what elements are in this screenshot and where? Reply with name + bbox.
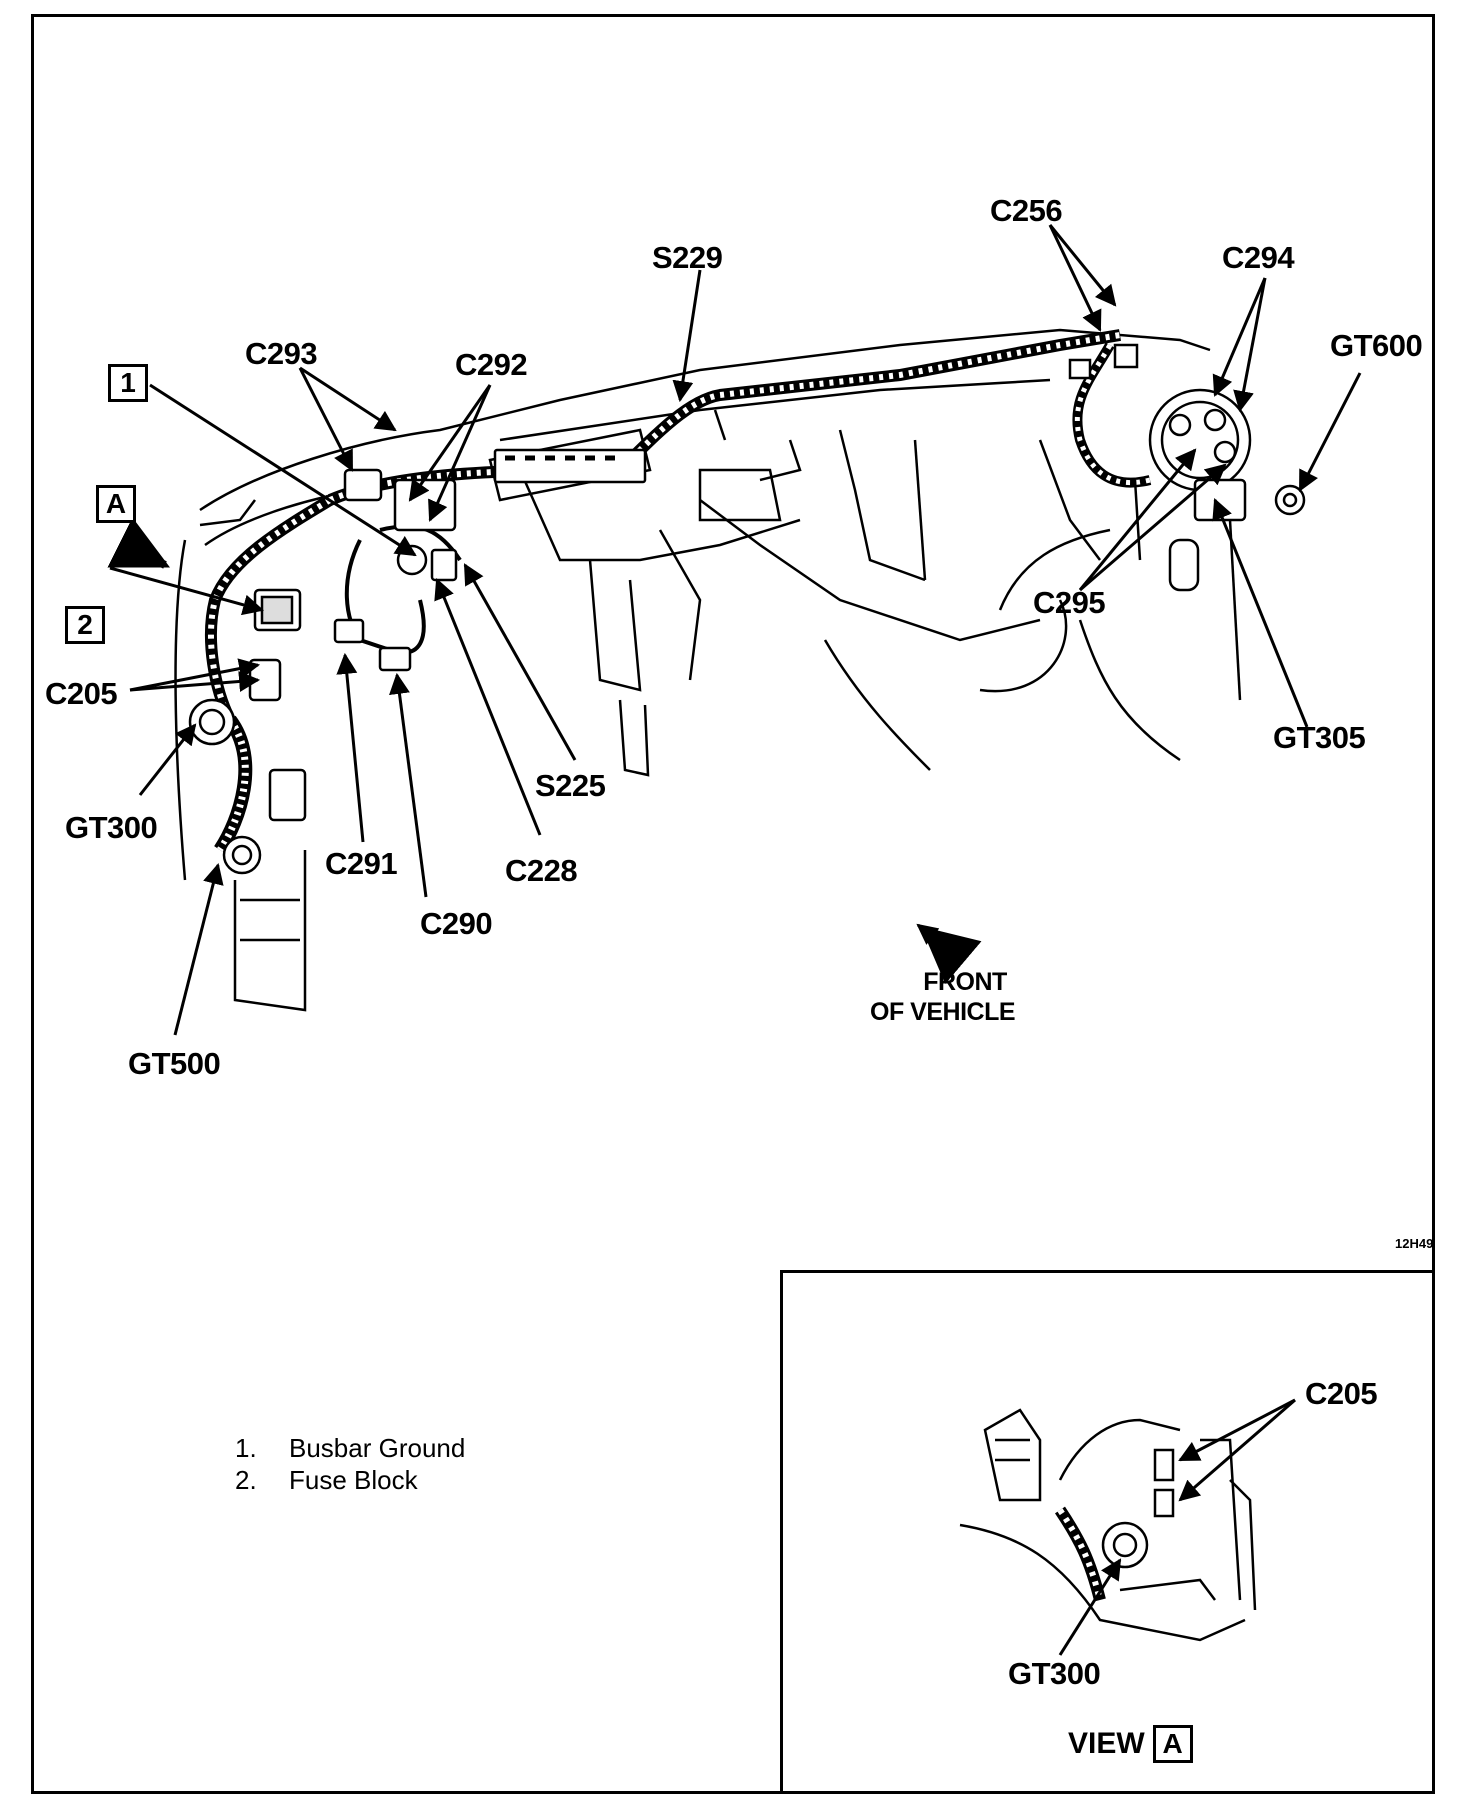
legend-item-number: 2. bbox=[235, 1465, 257, 1495]
callout-c205: C205 bbox=[45, 676, 118, 711]
figure-id: 12H49 bbox=[1395, 1236, 1434, 1251]
view-a-caption-box: A bbox=[1152, 1725, 1193, 1763]
callout-s225: S225 bbox=[535, 768, 606, 803]
callout-box-1: 1 bbox=[108, 364, 148, 402]
view-a-pointer-arrow bbox=[107, 517, 171, 569]
legend-item-text: Busbar Ground bbox=[289, 1433, 466, 1463]
callout-c290: C290 bbox=[420, 906, 493, 941]
callout-c256: C256 bbox=[990, 193, 1063, 228]
callout-c228: C228 bbox=[505, 853, 578, 888]
legend-item-text: Fuse Block bbox=[289, 1465, 418, 1495]
callout-c292: C292 bbox=[455, 347, 528, 382]
front-of-vehicle-arrow bbox=[920, 926, 982, 984]
callout-s229: S229 bbox=[652, 240, 723, 275]
legend-item: 2. Fuse Block bbox=[235, 1464, 465, 1496]
inset-leader-arrows bbox=[1058, 1398, 1296, 1656]
callout-box-2: 2 bbox=[65, 606, 105, 644]
legend-item: 1. Busbar Ground bbox=[235, 1432, 465, 1464]
front-of-vehicle-line2: OF VEHICLE bbox=[870, 998, 1016, 1026]
view-a-box: A bbox=[96, 485, 136, 523]
connectors bbox=[188, 343, 1306, 875]
callout-gt600: GT600 bbox=[1330, 328, 1423, 363]
callout-c294: C294 bbox=[1222, 240, 1295, 275]
inset-callout-gt300: GT300 bbox=[1008, 1656, 1101, 1691]
callout-gt300: GT300 bbox=[65, 810, 158, 845]
front-of-vehicle-line1: FRONT bbox=[923, 968, 1007, 996]
view-label: VIEW bbox=[1068, 1727, 1145, 1760]
inset-callout-c205: C205 bbox=[1305, 1376, 1378, 1411]
inset-art bbox=[959, 1408, 1257, 1642]
callout-gt500: GT500 bbox=[128, 1046, 221, 1081]
callout-c295: C295 bbox=[1033, 585, 1106, 620]
diagram-frame bbox=[31, 14, 1435, 1794]
legend-item-number: 1. bbox=[235, 1433, 257, 1463]
inset-view-a bbox=[780, 1270, 1435, 1794]
view-a-caption: VIEW A bbox=[1068, 1725, 1193, 1763]
callout-c291: C291 bbox=[325, 846, 398, 881]
legend: 1. Busbar Ground 2. Fuse Block bbox=[235, 1432, 465, 1496]
callout-c293: C293 bbox=[245, 336, 318, 371]
dashboard-outline bbox=[174, 328, 1242, 1012]
callout-gt305: GT305 bbox=[1273, 720, 1366, 755]
